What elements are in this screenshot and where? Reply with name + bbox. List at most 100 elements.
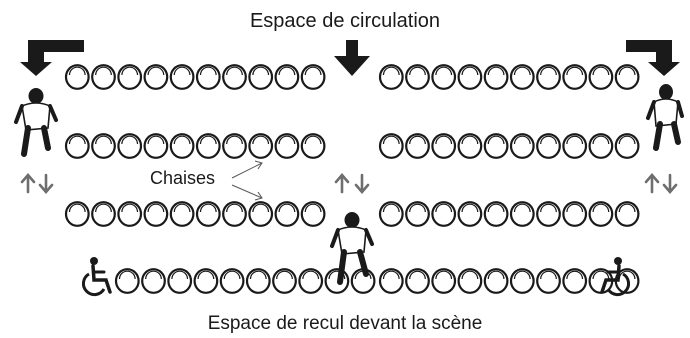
chair-icon [64,201,90,227]
chair-row-left-2 [64,133,326,159]
chair-icon [562,268,588,294]
chair-icon [405,268,430,294]
chair-icon [562,133,588,159]
chair-icon [91,201,116,227]
chair-icon [117,64,143,90]
two-way-arrow-left-icon [20,173,54,194]
chair-icon [483,201,509,227]
chair-icon [509,64,535,90]
chair-icon [431,133,457,159]
chair-icon [483,64,509,90]
chair-row-right-2 [378,133,640,159]
chair-icon [614,64,640,90]
chair-icon [457,133,483,159]
chair-icon [483,268,509,294]
chair-row-right-4 [378,268,640,294]
chair-icon [457,268,483,294]
chair-icon [614,201,640,227]
chair-icon [274,201,300,227]
walking-person-right-icon [646,84,684,151]
chair-icon [431,268,457,294]
chair-icon [536,268,561,294]
chair-row-right-1 [378,64,640,90]
chair-icon [222,133,247,159]
chair-icon [219,268,245,294]
chair-icon [405,201,430,227]
chair-icon [300,201,326,227]
chair-row-left-3 [64,201,326,227]
chair-icon [509,268,535,294]
chair-icon [457,201,483,227]
chair-icon [222,64,247,90]
chair-icon [536,133,561,159]
chair-icon [169,64,195,90]
wheelchair-right-icon [600,257,631,297]
chair-icon [614,133,640,159]
chair-icon [167,268,193,294]
chair-icon [536,64,561,90]
chair-icon [64,64,90,90]
chair-icon [274,133,300,159]
chair-icon [245,268,271,294]
chair-icon [405,133,430,159]
chair-icon [143,201,169,227]
chair-icon [91,64,116,90]
chairs-label: Chaises [150,168,216,188]
two-way-arrow-center-icon [334,173,370,194]
chair-icon [169,201,195,227]
chair-row-left-4 [114,268,376,294]
chair-icon [222,201,247,227]
chair-icon [300,64,326,90]
chair-icon [378,64,404,90]
circulation-space-label: Espace de circulation [249,10,441,32]
two-way-arrow-right-icon [644,173,678,194]
stage-clearance-label: Espace de recul devant la scène [207,313,483,334]
chair-icon [588,64,614,90]
chair-icon [274,64,300,90]
chair-icon [562,201,588,227]
chair-icon [509,201,535,227]
chair-icon [405,64,430,90]
chair-icon [169,133,195,159]
chair-icon [248,201,274,227]
chair-icon [431,64,457,90]
chair-icon [117,201,143,227]
chair-icon [248,133,274,159]
chair-icon [457,64,483,90]
chair-icon [298,268,324,294]
chair-icon [193,268,219,294]
chair-icon [588,201,614,227]
chair-icon [141,268,166,294]
chair-icon [143,64,169,90]
corner-arrow-right-icon [626,40,680,76]
chair-icon [143,133,169,159]
chairs-pointer-lines [231,160,263,201]
chairs-layer [64,64,640,294]
chair-icon [378,201,404,227]
chair-icon [64,133,90,159]
chair-icon [195,201,221,227]
chair-icon [536,201,561,227]
corner-arrow-left-icon [20,40,84,76]
chair-icon [91,133,116,159]
chair-row-left-1 [64,64,326,90]
chair-icon [300,133,326,159]
chair-icon [509,133,535,159]
chair-icon [324,268,350,294]
walking-person-left-icon [14,88,58,157]
chair-icon [378,133,404,159]
chair-icon [195,133,221,159]
chair-row-right-3 [378,201,640,227]
chair-icon [588,133,614,159]
chair-icon [431,201,457,227]
chair-icon [483,133,509,159]
walking-person-center-icon [330,212,374,285]
chair-icon [248,64,274,90]
chair-icon [114,268,140,294]
chair-icon [378,268,404,294]
chair-icon [195,64,221,90]
down-arrow-center-icon [334,40,370,76]
chair-icon [272,268,297,294]
chair-icon [117,133,143,159]
